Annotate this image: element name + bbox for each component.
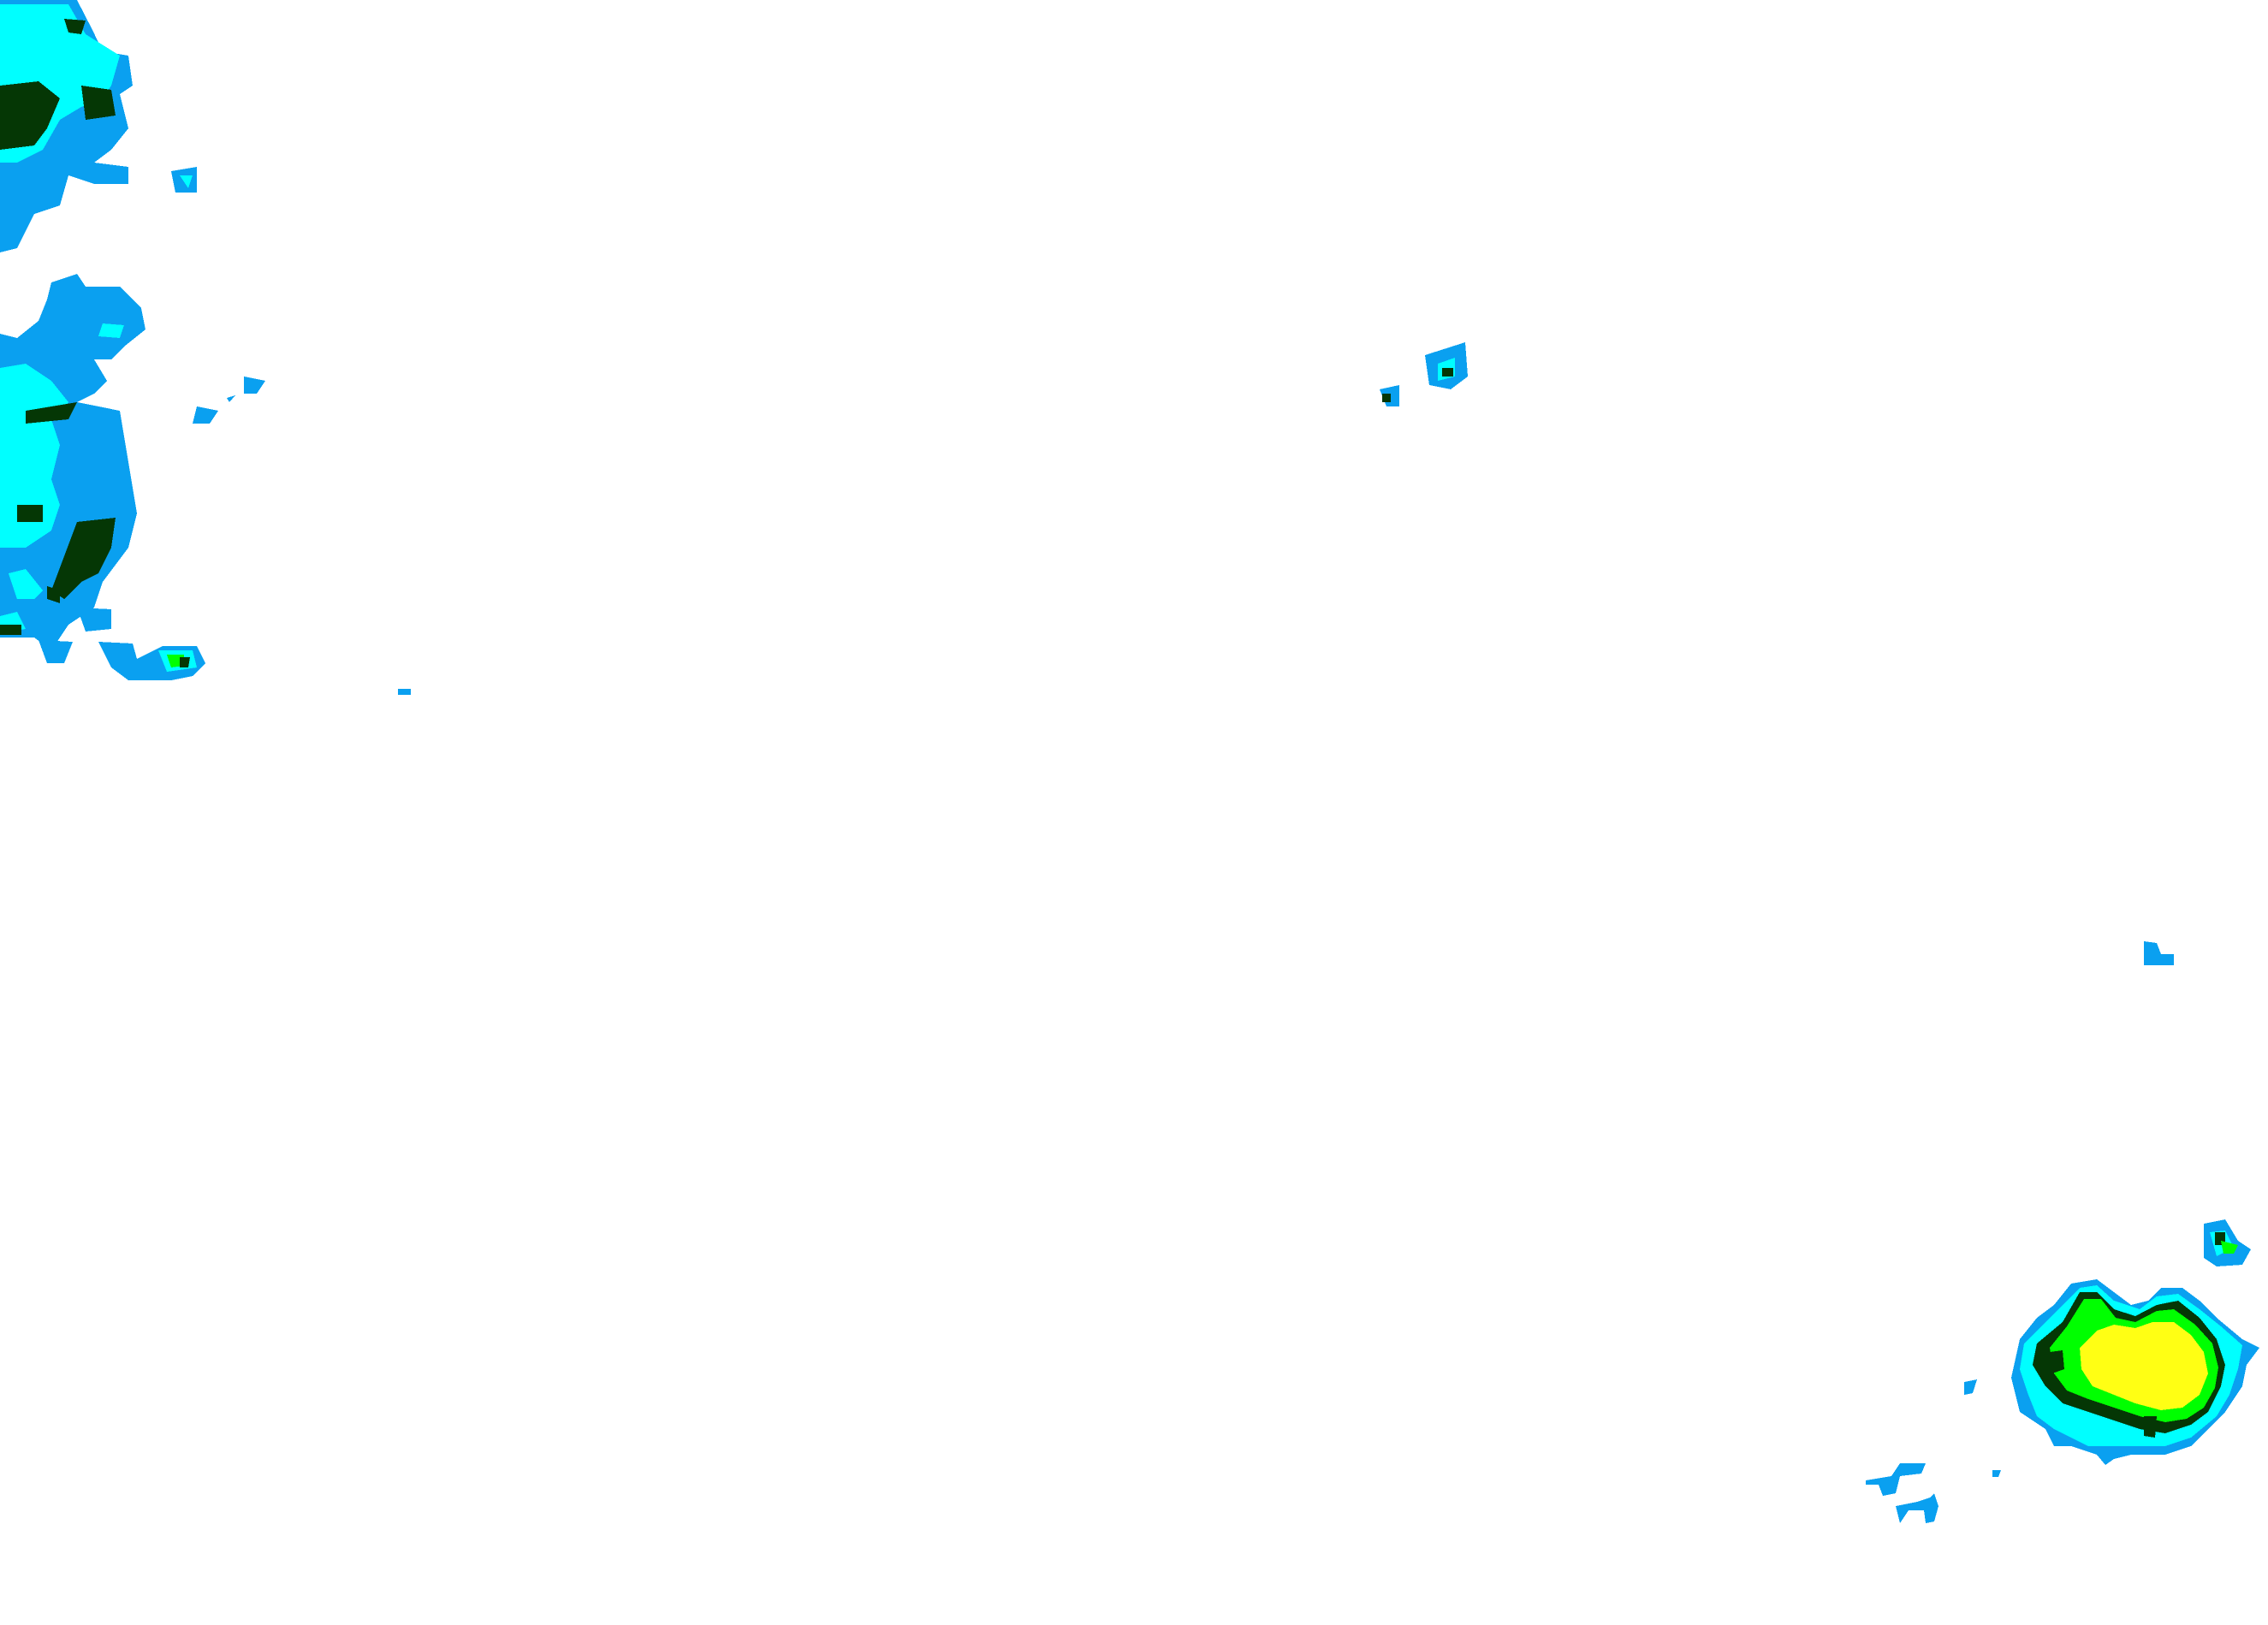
echo-cell-east-small-level-1-region xyxy=(2144,941,2174,965)
echo-cell-center-north xyxy=(1380,342,1468,406)
echo-cluster-west-level-1-region xyxy=(39,640,73,663)
echo-cell-center-north-level-3-region xyxy=(1382,394,1391,402)
echo-storm-southeast-level-1-region xyxy=(1896,1493,1938,1523)
echo-cluster-west-level-3-region xyxy=(17,505,43,522)
echo-cluster-west-level-1-region xyxy=(227,395,235,402)
echo-cluster-west-level-1-region xyxy=(77,608,111,632)
echo-cell-center-north-level-3-region xyxy=(1442,368,1453,377)
echo-cell-southwest-level-1-region xyxy=(398,689,411,695)
echo-cluster-west-level-3-region xyxy=(51,518,116,599)
echo-storm-southeast-level-1-region xyxy=(1992,1470,2001,1477)
echo-storm-southeast-level-1-region xyxy=(1964,1379,1977,1395)
echo-cell-southwest xyxy=(98,642,411,695)
echo-cell-southwest-level-3-region xyxy=(180,657,190,667)
echo-cluster-northwest-level-3-region xyxy=(64,19,86,34)
echo-cluster-west-level-2-region xyxy=(9,569,43,599)
echo-cluster-northwest-level-3-region xyxy=(0,81,60,150)
echo-cell-southeast-small-level-4-region xyxy=(2221,1241,2238,1254)
echo-storm-southeast-level-5-region xyxy=(2080,1322,2208,1410)
echo-cluster-west-level-3-region xyxy=(26,402,77,424)
echo-cluster-west-level-1-region xyxy=(0,274,145,650)
echo-cluster-northwest-level-3-region xyxy=(81,86,116,120)
echo-cell-southeast-small xyxy=(2204,1219,2251,1266)
echo-cluster-west-level-2-region xyxy=(98,323,124,338)
echo-cluster-west-level-3-region xyxy=(0,625,21,635)
echo-cluster-west xyxy=(0,274,265,663)
echo-cluster-west-level-1-region xyxy=(244,377,265,394)
echo-cluster-west-level-3-region xyxy=(47,586,60,603)
echo-storm-southeast-level-3-region xyxy=(2144,1416,2157,1438)
echo-cluster-northwest xyxy=(0,0,197,252)
echo-cell-east-small xyxy=(2144,941,2174,965)
echo-cluster-west-level-1-region xyxy=(193,406,218,424)
echo-storm-southeast-level-3-region xyxy=(2050,1350,2064,1373)
echo-cluster-northwest-level-2-region xyxy=(180,175,193,188)
echo-storm-southeast xyxy=(1866,1279,2259,1523)
echo-storm-southeast-level-1-region xyxy=(1866,1463,1926,1496)
